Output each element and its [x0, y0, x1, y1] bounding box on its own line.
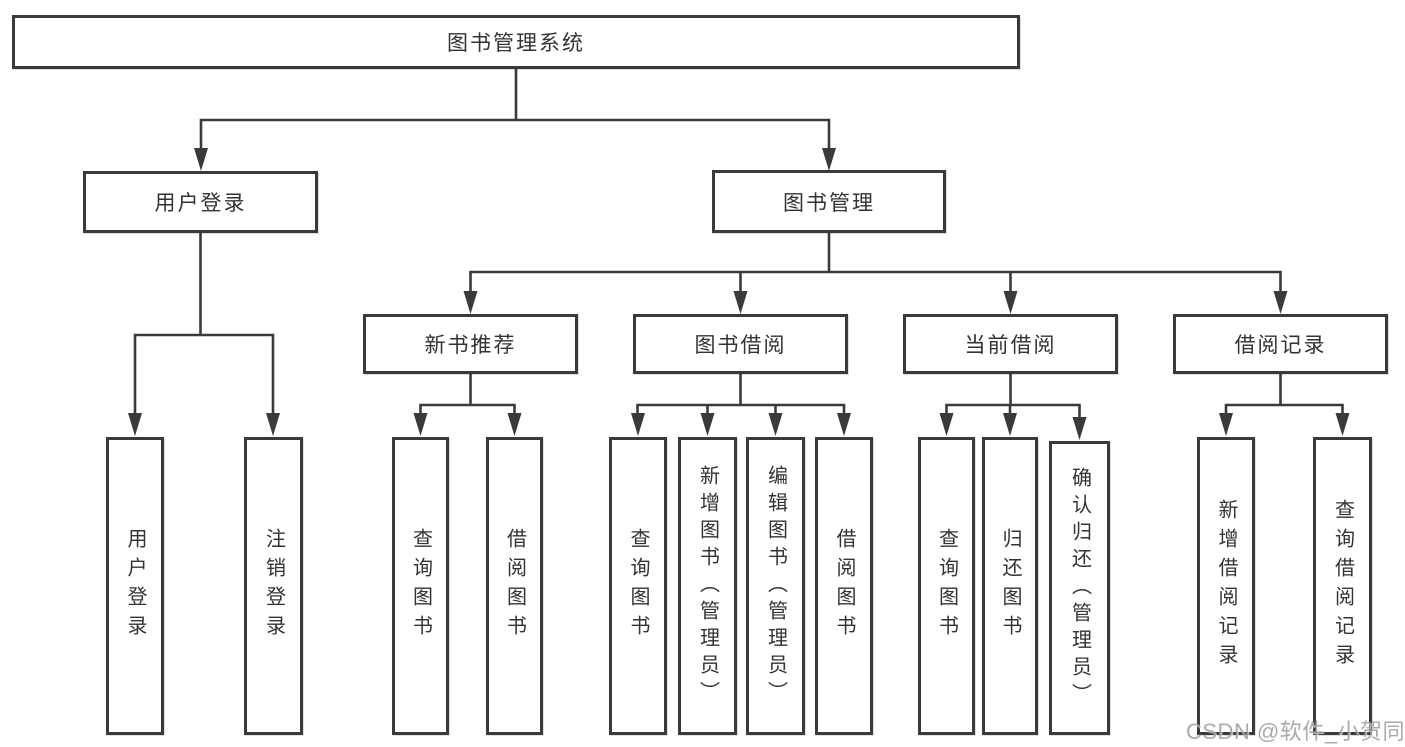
arrowhead-icon: [1003, 413, 1017, 436]
leaf-query-borrow-record: 查询借阅记录: [1313, 437, 1372, 735]
connector-recommend-to-leaves: [419, 373, 516, 415]
arrowhead-icon: [1003, 291, 1018, 314]
arrowhead-icon: [1219, 413, 1233, 436]
arrowhead-icon: [1072, 417, 1087, 440]
leaf-return-books: 归还图书: [982, 437, 1038, 735]
arrowhead-icon: [463, 291, 478, 314]
arrowhead-icon: [507, 413, 522, 436]
arrowhead-icon: [733, 291, 748, 314]
leaf-add-book-admin: 新增图书（管理员）: [678, 437, 737, 735]
leaf-borrow-books-borrow: 借阅图书: [815, 437, 873, 735]
leaf-user-login: 用户登录: [106, 437, 164, 735]
connector-root-to-level2: [199, 68, 831, 150]
connector-borrow-to-leaves: [636, 373, 846, 415]
arrowhead-icon: [700, 413, 715, 436]
arrowhead-icon: [194, 148, 208, 171]
arrowhead-icon: [413, 413, 428, 436]
connector-records-to-leaves: [1224, 373, 1344, 415]
arrowhead-icon: [128, 413, 142, 436]
arrowheads: [128, 148, 1350, 440]
node-new-book-recommend: 新书推荐: [363, 314, 578, 374]
arrowhead-icon: [939, 413, 954, 436]
connector-current-to-leaves: [945, 373, 1081, 419]
csdn-watermark: CSDN @软件_小贺同学: [1186, 719, 1405, 744]
node-book-borrowing: 图书借阅: [633, 314, 848, 374]
leaf-edit-book-admin: 编辑图书（管理员）: [746, 437, 805, 735]
leaf-confirm-return-admin: 确认归还（管理员）: [1049, 441, 1110, 735]
leaf-query-books-borrow: 查询图书: [609, 437, 667, 735]
arrowhead-icon: [266, 413, 280, 436]
arrowhead-icon: [822, 148, 836, 171]
node-library-management-system: 图书管理系统: [12, 15, 1020, 69]
leaf-logout: 注销登录: [244, 437, 303, 735]
leaf-borrow-books-recommend: 借阅图书: [486, 437, 543, 735]
node-user-login-branch: 用户登录: [83, 171, 318, 233]
node-book-management-branch: 图书管理: [712, 170, 946, 233]
connector-bookmgmt-to-level3: [469, 233, 1282, 293]
node-current-borrowing: 当前借阅: [903, 314, 1118, 374]
arrowhead-icon: [1335, 413, 1350, 436]
leaf-query-books-current: 查询图书: [918, 437, 975, 735]
arrowhead-icon: [768, 413, 783, 436]
arrowhead-icon: [1273, 291, 1288, 314]
connector-userlogin-to-leaves: [133, 233, 275, 415]
arrowhead-icon: [631, 413, 645, 436]
node-borrowing-records: 借阅记录: [1173, 314, 1388, 374]
arrowhead-icon: [837, 413, 851, 436]
leaf-add-borrow-record: 新增借阅记录: [1197, 437, 1255, 735]
leaf-query-books-recommend: 查询图书: [392, 437, 449, 735]
